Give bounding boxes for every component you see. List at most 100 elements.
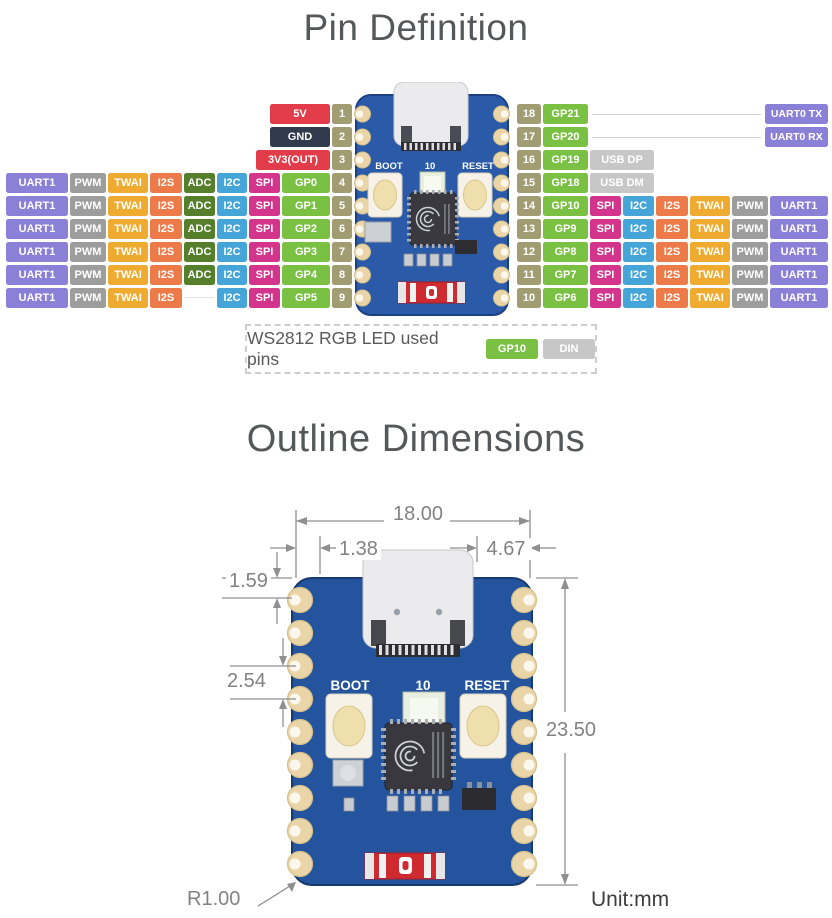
chip-gp1: GP1	[282, 196, 330, 216]
chip-uart1: UART1	[770, 288, 828, 308]
chip-10: 10	[517, 288, 541, 308]
pin10-silk-label: 10	[425, 161, 436, 172]
chip-spi: SPI	[590, 196, 621, 216]
chip-twai: TWAI	[108, 219, 148, 239]
chip-pwm: PWM	[70, 242, 106, 262]
boot-button-image	[367, 172, 403, 218]
pin-row-left-3: 3V3(OUT)3	[256, 150, 352, 170]
passives	[343, 795, 450, 812]
chip-3v3-out-: 3V3(OUT)	[256, 150, 330, 170]
dim-width-label: 18.00	[386, 503, 450, 525]
chip-i2s: I2S	[150, 288, 182, 308]
dim-corner-radius-label: R1.00	[184, 888, 244, 910]
chip-i2c: I2C	[623, 242, 654, 262]
chip-gp7: GP7	[543, 265, 588, 285]
inductor	[364, 221, 392, 243]
boot-silk-label: BOOT	[375, 161, 403, 172]
pin-definition-title: Pin Definition	[303, 7, 529, 48]
chip-twai: TWAI	[690, 288, 730, 308]
chip-18: 18	[517, 104, 541, 124]
chip-i2c: I2C	[217, 288, 247, 308]
chip-adc: ADC	[184, 196, 215, 216]
boot-silk-label: BOOT	[331, 678, 371, 693]
chip-i2s: I2S	[150, 196, 182, 216]
chip-5v: 5V	[270, 104, 330, 124]
chip-spi: SPI	[249, 173, 280, 193]
espressif-logo	[415, 206, 441, 232]
chip-16: 16	[517, 150, 541, 170]
chip-pwm: PWM	[732, 196, 768, 216]
chip-spi: SPI	[249, 196, 280, 216]
chip-uart1: UART1	[770, 242, 828, 262]
chip-adc: ADC	[184, 219, 215, 239]
chip-twai: TWAI	[690, 265, 730, 285]
dim-height-label: 23.50	[543, 719, 600, 741]
chip-uart1: UART1	[6, 288, 68, 308]
chip-gap	[184, 288, 215, 308]
dim-pitch-label: 2.54	[224, 670, 269, 692]
chip-twai: TWAI	[108, 242, 148, 262]
chip-gnd: GND	[270, 127, 330, 147]
regulator	[462, 782, 496, 810]
chip-uart1: UART1	[6, 242, 68, 262]
chip-uart1: UART1	[770, 196, 828, 216]
connector-line	[592, 136, 761, 138]
chip-adc: ADC	[184, 173, 215, 193]
chip-gp21: GP21	[543, 104, 588, 124]
unit-label: Unit:mm	[588, 888, 673, 912]
chip-gp6: GP6	[543, 288, 588, 308]
chip-pwm: PWM	[732, 265, 768, 285]
rgb-led-lens	[424, 176, 441, 192]
chip-i2c: I2C	[623, 288, 654, 308]
chip-uart1: UART1	[6, 173, 68, 193]
chip-spi: SPI	[590, 288, 621, 308]
chip-gp8: GP8	[543, 242, 588, 262]
chip-i2c: I2C	[217, 242, 247, 262]
chip-i2s: I2S	[656, 242, 688, 262]
chip-12: 12	[517, 242, 541, 262]
chip-gp20: GP20	[543, 127, 588, 147]
boot-button-image	[325, 693, 373, 759]
chip-17: 17	[517, 127, 541, 147]
inductor	[332, 759, 364, 787]
chip-usb-dm: USB DM	[590, 173, 654, 193]
chip-usb-dp: USB DP	[590, 150, 654, 170]
chip-5: 5	[332, 196, 352, 216]
chip-spi: SPI	[249, 288, 280, 308]
dim-left-offset-label: 1.38	[336, 538, 381, 560]
chip-gp4: GP4	[282, 265, 330, 285]
chip-gp0: GP0	[282, 173, 330, 193]
chip-adc: ADC	[184, 265, 215, 285]
outline-board-image: BOOT 10 RESET	[286, 549, 538, 886]
chip-twai: TWAI	[690, 196, 730, 216]
chip-pwm: PWM	[70, 196, 106, 216]
chip-gp9: GP9	[543, 219, 588, 239]
chip-twai: TWAI	[690, 242, 730, 262]
pin10-silk-label: 10	[415, 678, 430, 693]
ws2812-note-box: WS2812 RGB LED used pins GP10 DIN	[245, 324, 597, 374]
chip-uart0-tx: UART0 TX	[765, 104, 828, 124]
bottom-red-led	[364, 852, 446, 880]
ws2812-note-label: WS2812 RGB LED used pins	[247, 328, 439, 369]
chip-din: DIN	[543, 339, 595, 359]
chip-13: 13	[517, 219, 541, 239]
outline-dimensions-title: Outline Dimensions	[246, 418, 586, 460]
chip-i2s: I2S	[150, 242, 182, 262]
chip-i2s: I2S	[656, 288, 688, 308]
chip-twai: TWAI	[108, 173, 148, 193]
chip-gp3: GP3	[282, 242, 330, 262]
chip-i2c: I2C	[217, 196, 247, 216]
chip-uart1: UART1	[6, 265, 68, 285]
pin-definition-board-image: BOOT 10 RESET	[354, 82, 510, 316]
dim-right-offset-label: 4.67	[480, 538, 532, 560]
chip-gp10: GP10	[486, 339, 538, 359]
reset-button-image	[457, 172, 493, 218]
chip-adc: ADC	[184, 242, 215, 262]
